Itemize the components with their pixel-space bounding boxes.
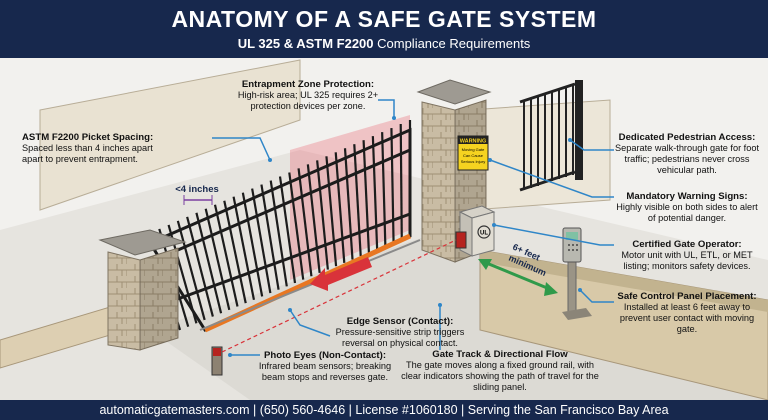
callout-pedestrian: Dedicated Pedestrian Access: Separate wa… bbox=[612, 132, 762, 176]
gate-picket bbox=[232, 196, 256, 300]
warning-sign: WARNING Moving Gate Can Cause Serious In… bbox=[457, 135, 489, 171]
callout-warning: Mandatory Warning Signs: Highly visible … bbox=[612, 191, 762, 224]
subtitle-standards: UL 325 & ASTM F2200 bbox=[237, 36, 374, 51]
gate-picket bbox=[343, 148, 354, 260]
gate-picket bbox=[390, 128, 395, 243]
callout-photo-title: Photo Eyes (Non-Contact): bbox=[263, 350, 387, 361]
gate-picket bbox=[213, 204, 239, 307]
gate-picket bbox=[325, 156, 338, 267]
gate-picket bbox=[204, 208, 231, 311]
back-wall-left bbox=[39, 59, 301, 211]
gate-picket bbox=[371, 136, 379, 250]
callout-warning-body: Highly visible on both sides to alert of… bbox=[616, 202, 758, 223]
callout-entrapment-body: High-risk area; UL 325 requires 2+ prote… bbox=[237, 90, 379, 111]
pedestrian-gate bbox=[519, 80, 583, 192]
left-pillar bbox=[98, 229, 187, 351]
gate-picket bbox=[251, 188, 272, 294]
ul-badge: UL bbox=[480, 231, 488, 237]
callout-track-title: Gate Track & Directional Flow bbox=[432, 349, 568, 360]
sign-heading: WARNING bbox=[460, 139, 487, 145]
infrared-beam bbox=[221, 239, 457, 353]
callout-track: Gate Track & Directional Flow The gate m… bbox=[400, 349, 600, 393]
direction-arrow bbox=[310, 257, 372, 291]
gate-picket bbox=[306, 164, 321, 274]
callout-picket-body: Spaced less than 4 inches apart apart to… bbox=[22, 143, 153, 164]
gate-picket bbox=[176, 220, 206, 321]
sign-line-1: Moving Gate bbox=[462, 147, 485, 152]
photo-eye-post bbox=[211, 346, 223, 376]
gate-track bbox=[199, 239, 421, 331]
gate-picket bbox=[260, 184, 280, 290]
gate-picket bbox=[334, 152, 346, 263]
callout-entrapment: Entrapment Zone Protection: High-risk ar… bbox=[226, 79, 390, 112]
footer-bar: automaticgatemasters.com | (650) 560-464… bbox=[0, 400, 768, 420]
callout-picket: ASTM F2200 Picket Spacing: Spaced less t… bbox=[22, 132, 172, 165]
gate-picket bbox=[353, 144, 362, 257]
sign-line-3: Serious Injury bbox=[461, 159, 485, 164]
callout-edge-title: Edge Sensor (Contact): bbox=[346, 316, 454, 327]
callout-control-body: Installed at least 6 feet away to preven… bbox=[619, 302, 755, 334]
subtitle-text: Compliance Requirements bbox=[373, 36, 531, 51]
spacing-indicator: <4 inches bbox=[175, 184, 219, 205]
gate-picket bbox=[316, 160, 329, 270]
callout-pedestrian-body: Separate walk-through gate for foot traf… bbox=[614, 143, 760, 175]
photo-eye-receiver bbox=[455, 231, 467, 249]
gate-picket bbox=[381, 132, 387, 247]
back-wall-right bbox=[469, 99, 611, 211]
gate-picket bbox=[362, 140, 371, 253]
gate-picket bbox=[195, 212, 223, 314]
gate-picket bbox=[186, 216, 214, 317]
sign-line-2: Can Cause bbox=[463, 153, 484, 158]
callout-lines bbox=[212, 99, 614, 356]
callout-operator: Certified Gate Operator: Motor unit with… bbox=[612, 239, 762, 272]
callout-photo: Photo Eyes (Non-Contact): Infrared beam … bbox=[256, 350, 394, 383]
callout-photo-body: Infrared beam sensors; breaking beam sto… bbox=[258, 361, 392, 382]
callout-pedestrian-title: Dedicated Pedestrian Access: bbox=[618, 132, 756, 143]
callout-entrapment-title: Entrapment Zone Protection: bbox=[241, 79, 375, 90]
gate-picket bbox=[297, 168, 313, 277]
gate-illustration: WARNING Moving Gate Can Cause Serious In… bbox=[0, 59, 768, 400]
callout-edge: Edge Sensor (Contact): Pressure-sensitiv… bbox=[326, 316, 474, 349]
callout-operator-title: Certified Gate Operator: bbox=[632, 239, 742, 250]
callout-picket-title: ASTM F2200 Picket Spacing: bbox=[22, 132, 154, 143]
gate-picket bbox=[269, 180, 288, 287]
callout-control-title: Safe Control Panel Placement: bbox=[617, 291, 757, 302]
callout-warning-title: Mandatory Warning Signs: bbox=[626, 191, 748, 202]
callout-edge-body: Pressure-sensitive strip triggers revers… bbox=[335, 327, 465, 348]
callout-control: Safe Control Panel Placement: Installed … bbox=[612, 291, 762, 335]
spacing-label: <4 inches bbox=[175, 184, 219, 195]
page-title: ANATOMY OF A SAFE GATE SYSTEM bbox=[171, 6, 597, 32]
gate-picket bbox=[278, 176, 297, 284]
control-panel bbox=[562, 227, 592, 320]
gate-picket bbox=[223, 200, 247, 304]
entrapment-zone-highlight bbox=[290, 115, 410, 280]
gate-picket bbox=[288, 172, 305, 280]
header-banner: ANATOMY OF A SAFE GATE SYSTEM UL 325 & A… bbox=[0, 0, 768, 58]
callout-track-body: The gate moves along a fixed ground rail… bbox=[401, 360, 599, 392]
gate-picket bbox=[241, 192, 264, 297]
page-subtitle: UL 325 & ASTM F2200 Compliance Requireme… bbox=[0, 36, 768, 51]
photo-eye-emitter bbox=[213, 348, 221, 356]
callout-operator-body: Motor unit with UL, ETL, or MET listing;… bbox=[621, 250, 753, 271]
gate-picket bbox=[399, 124, 403, 240]
